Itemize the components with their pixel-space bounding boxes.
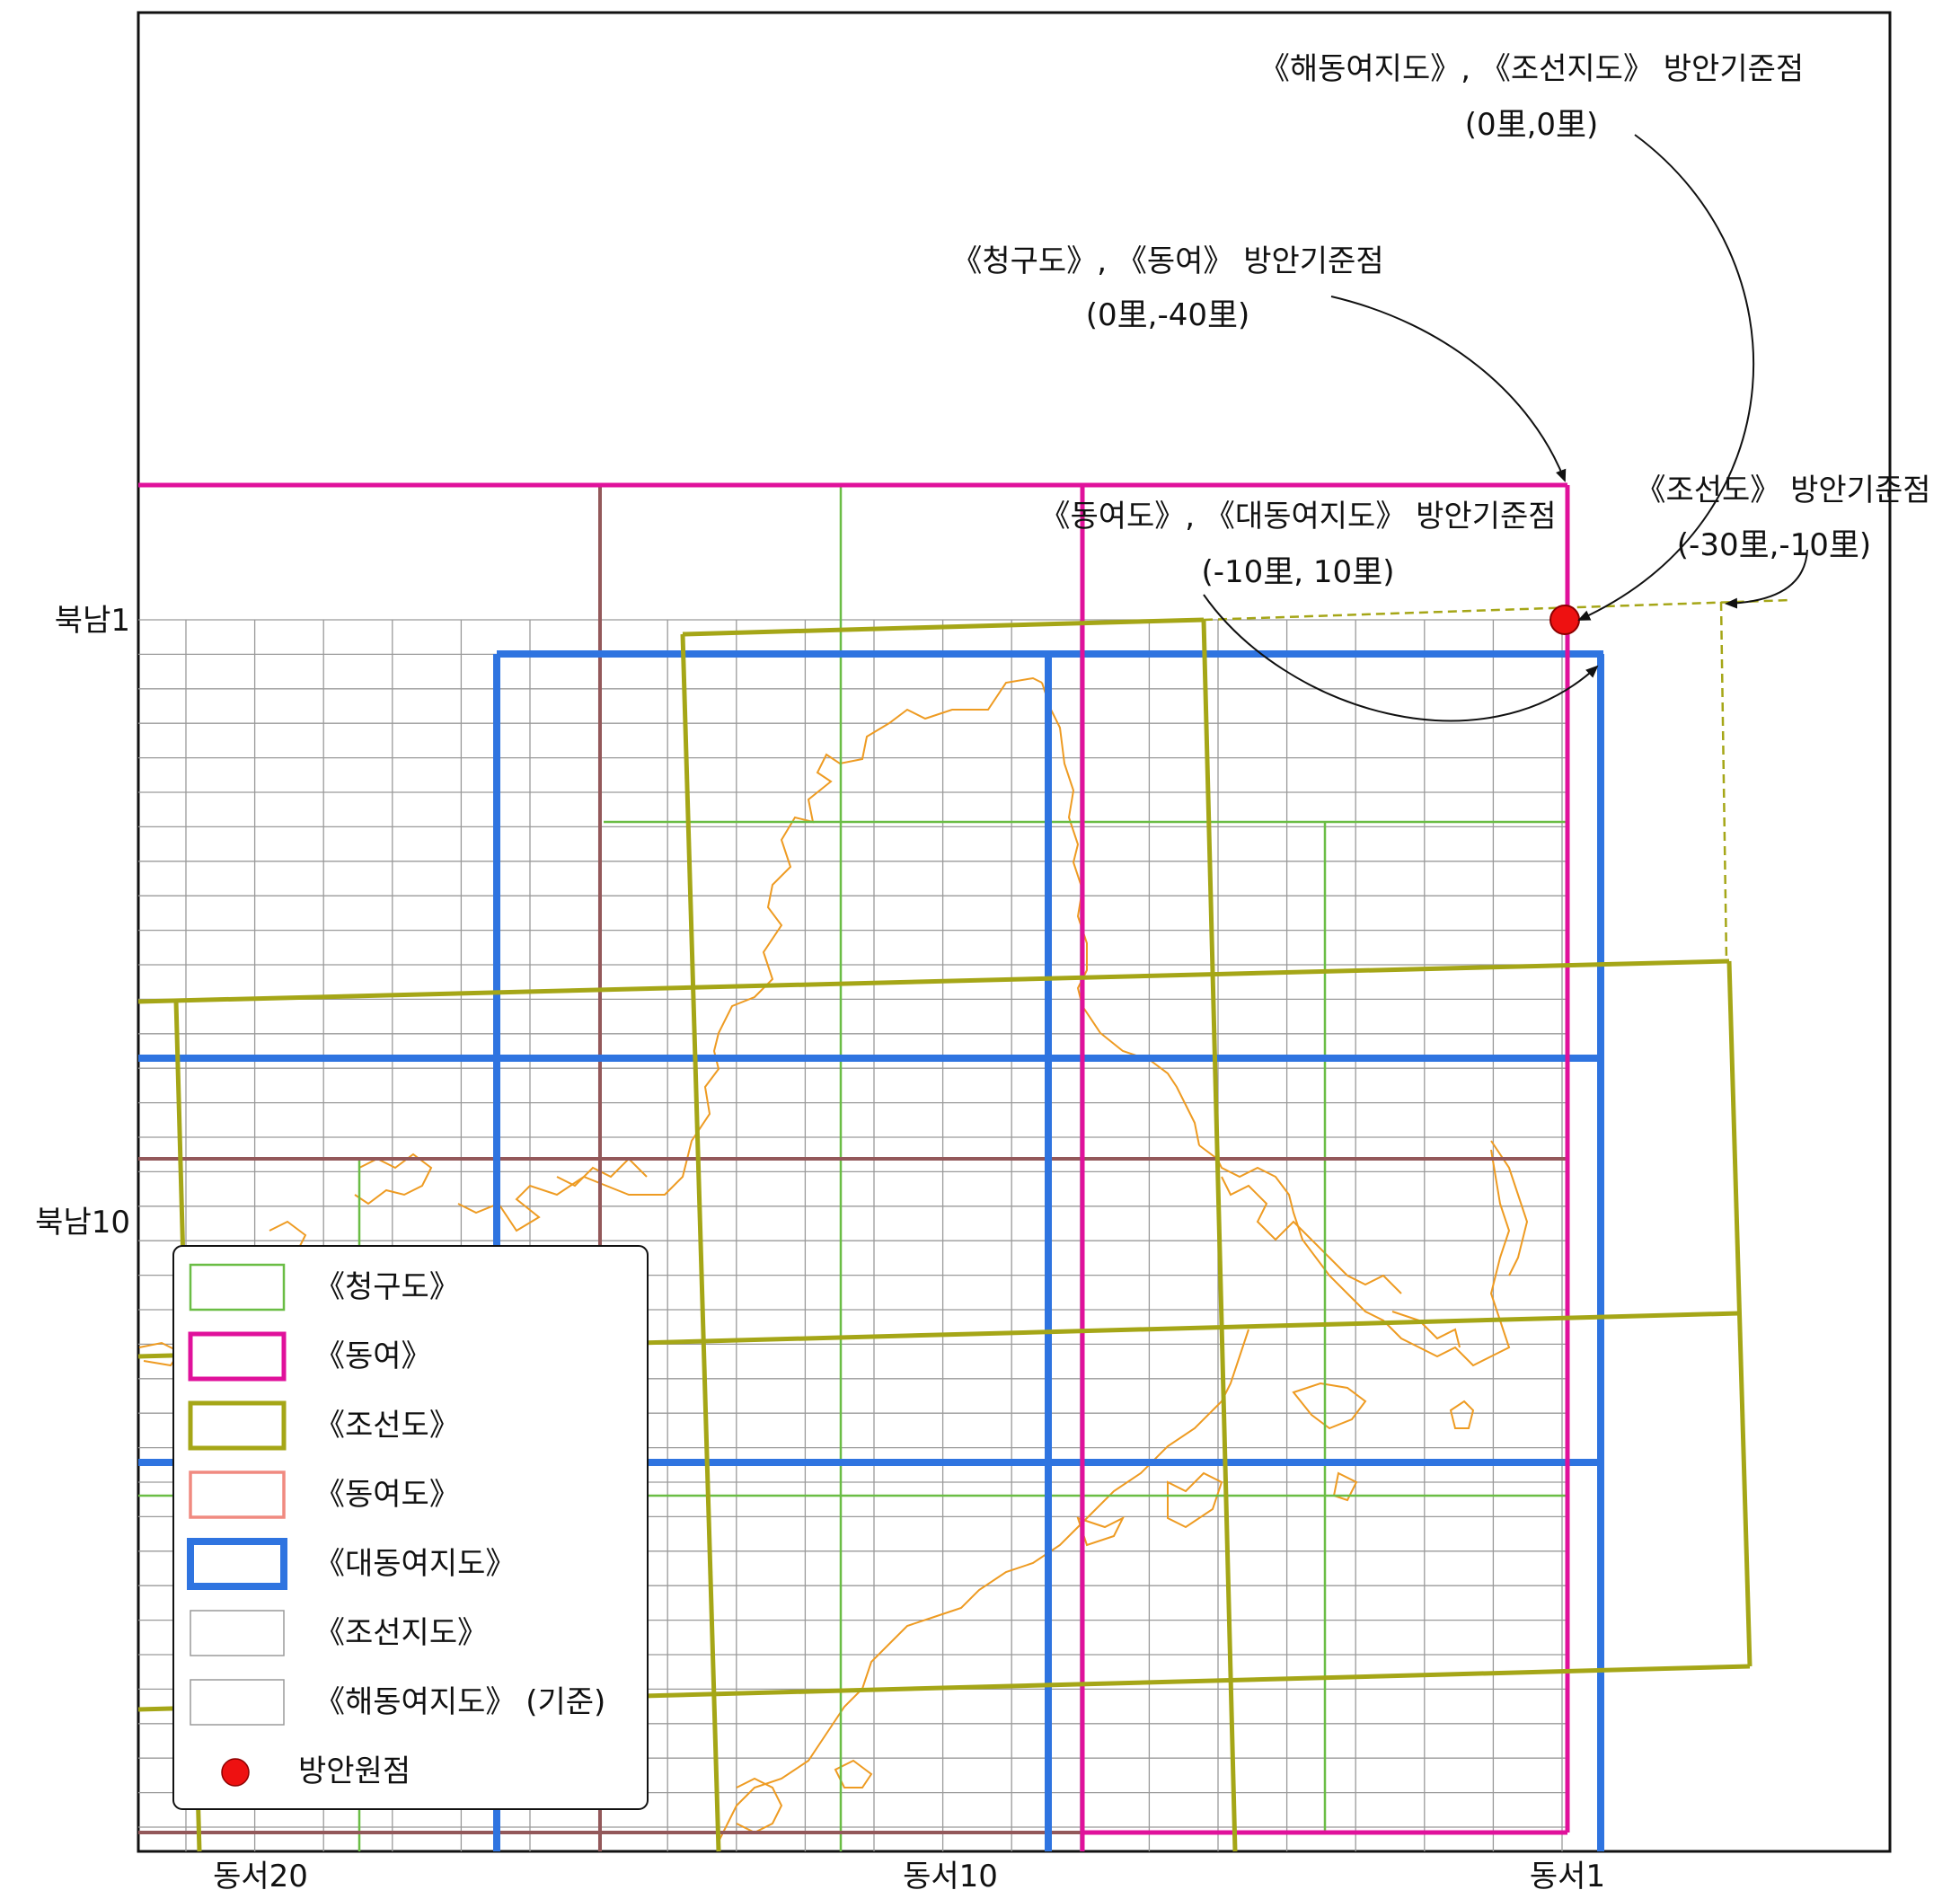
grid-origin-marker <box>1549 605 1580 635</box>
legend-label: 《청구도》 <box>314 1269 460 1305</box>
annotation-joseondo-coords: (-30里,-10里) <box>1677 527 1871 563</box>
annotation-cheonggu-title: 《청구도》, 《동여》 방안기준점 <box>951 243 1383 279</box>
legend-label: 방안원점 <box>298 1753 411 1789</box>
annotation-haedong-coords: (0里,0里) <box>1465 107 1599 143</box>
arrow-cheonggu <box>1330 296 1567 482</box>
joseondo-grid-extension <box>1203 598 1793 962</box>
legend-box <box>172 1245 649 1810</box>
legend-label: 《대동여지도》 <box>314 1546 516 1582</box>
annotation-cheonggu-coords: (0里,-40里) <box>1086 297 1250 333</box>
legend-label: 《동여도》 <box>314 1477 460 1513</box>
x-tick-label: 동서10 <box>903 1859 998 1890</box>
legend-swatch <box>188 1331 287 1382</box>
annotation-haedong-title: 《해동여지도》, 《조선지도》 방안기준점 <box>1259 51 1804 87</box>
y-tick-label: 북남10 <box>35 1205 130 1241</box>
arrow-haedong <box>1577 134 1755 621</box>
arrow-dongyeodo <box>1203 594 1599 722</box>
annotation-dongyeodo-coords: (-10里, 10里) <box>1202 554 1395 590</box>
legend-label: 《조선지도》 <box>314 1615 488 1651</box>
legend-label: 《조선도》 <box>314 1408 460 1444</box>
coastline <box>138 676 1529 1842</box>
x-tick-label: 동서1 <box>1530 1859 1605 1890</box>
arrow-joseondo <box>1725 549 1808 609</box>
legend-swatch <box>189 1263 286 1312</box>
y-tick-label: 북남1 <box>55 603 130 639</box>
dongyeo-grid <box>138 482 1570 1851</box>
legend-swatch <box>189 1470 286 1519</box>
legend-swatch <box>190 1610 285 1656</box>
x-tick-label: 동서20 <box>213 1859 308 1890</box>
legend-swatch <box>188 1400 287 1451</box>
legend-marker <box>221 1758 250 1787</box>
annotation-dongyeodo-title: 《동여도》, 《대동여지도》 방안기준점 <box>1039 499 1556 534</box>
legend: 《청구도》《동여》《조선도》《동여도》《대동여지도》《조선지도》《해동여지도》 … <box>172 1245 649 1810</box>
legend-swatch <box>190 1679 285 1726</box>
legend-swatch <box>187 1538 287 1590</box>
legend-label: 《동여》 <box>314 1338 432 1374</box>
legend-label: 《해동여지도》 (기준) <box>314 1684 605 1720</box>
annotation-joseondo-title: 《조선도》 방안기준점 <box>1635 472 1930 508</box>
